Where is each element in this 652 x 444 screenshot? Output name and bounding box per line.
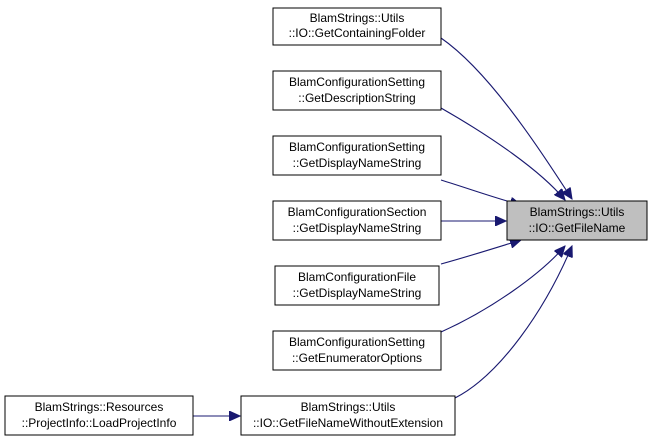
node-setting-get-display-name-string[interactable]: BlamConfigurationSetting ::GetDisplayNam…: [272, 135, 442, 176]
node-label-line1: BlamConfigurationSetting: [289, 335, 425, 349]
node-file-get-display-name-string[interactable]: BlamConfigurationFile ::GetDisplayNameSt…: [274, 265, 440, 306]
node-label-line1: BlamConfigurationSetting: [289, 140, 425, 154]
node-label-line1: BlamStrings::Utils: [310, 11, 405, 25]
node-label-line2: ::IO::GetContainingFolder: [289, 26, 426, 40]
node-get-containing-folder[interactable]: BlamStrings::Utils ::IO::GetContainingFo…: [272, 7, 442, 46]
edges: [193, 37, 572, 416]
edge-get-containing-folder: [440, 37, 572, 199]
node-label-line1: BlamConfigurationFile: [298, 270, 416, 284]
node-label-line1: BlamStrings::Resources: [35, 400, 164, 414]
node-label-line1: BlamConfigurationSetting: [289, 75, 425, 89]
node-label-line1: BlamConfigurationSection: [288, 205, 427, 219]
node-section-get-display-name-string[interactable]: BlamConfigurationSection ::GetDisplayNam…: [272, 200, 442, 241]
node-setting-get-description-string[interactable]: BlamConfigurationSetting ::GetDescriptio…: [272, 70, 442, 111]
node-setting-get-enumerator-options[interactable]: BlamConfigurationSetting ::GetEnumerator…: [272, 330, 442, 371]
node-label-line2: ::GetDescriptionString: [298, 91, 415, 105]
edge-get-description-string: [440, 107, 565, 200]
node-label-line2: ::ProjectInfo::LoadProjectInfo: [22, 416, 177, 430]
edge-get-file-name-without-extension: [454, 246, 572, 399]
node-load-project-info[interactable]: BlamStrings::Resources ::ProjectInfo::Lo…: [4, 395, 194, 436]
node-label-line1: BlamStrings::Utils: [301, 400, 396, 414]
node-label-line2: ::GetDisplayNameString: [293, 286, 422, 300]
target-label-line2: ::IO::GetFileName: [529, 221, 626, 235]
node-get-file-name[interactable]: BlamStrings::Utils ::IO::GetFileName: [506, 200, 648, 241]
node-get-file-name-without-extension[interactable]: BlamStrings::Utils ::IO::GetFileNameWith…: [240, 395, 456, 436]
node-label-line2: ::GetDisplayNameString: [293, 221, 422, 235]
node-label-line2: ::GetDisplayNameString: [293, 156, 422, 170]
edge-get-enumerator-options: [440, 246, 565, 333]
edge-file-get-display-name: [440, 240, 521, 265]
target-label-line1: BlamStrings::Utils: [530, 205, 625, 219]
node-label-line2: ::GetEnumeratorOptions: [292, 351, 422, 365]
node-label-line2: ::IO::GetFileNameWithoutExtension: [253, 416, 443, 430]
